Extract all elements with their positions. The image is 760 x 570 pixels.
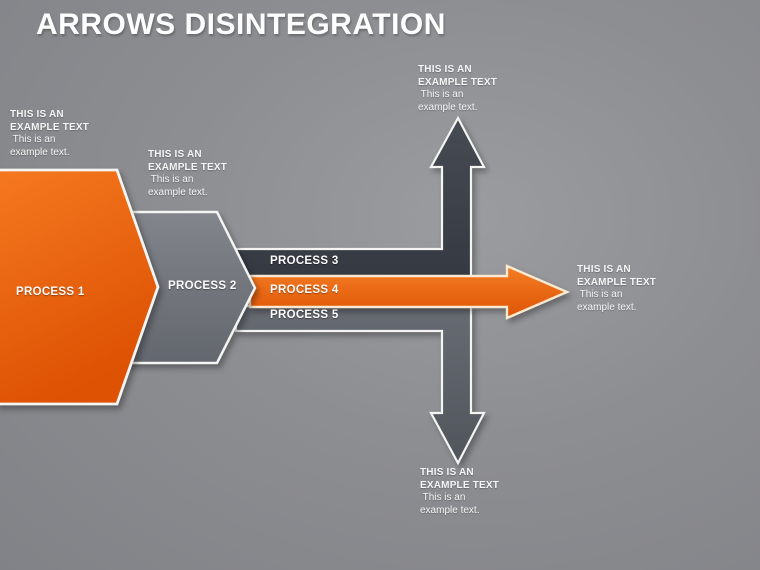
slide-title: ARROWS DISINTEGRATION [36,8,446,41]
note-line: This is an [418,89,464,100]
process4-right-arrow[interactable] [248,264,571,320]
note-line: example text. [10,146,70,158]
note-line: example text. [577,301,637,313]
note-line: EXAMPLE TEXT [418,76,498,88]
note-line: EXAMPLE TEXT [420,479,500,491]
note-top-center: THIS IS AN EXAMPLE TEXT This is an examp… [418,64,497,114]
process1-hexagon[interactable] [0,168,160,406]
process3-label: PROCESS 3 [270,255,339,267]
note-bottom: THIS IS AN EXAMPLE TEXT This is an examp… [420,467,499,517]
note-line: This is an [148,174,194,185]
note-line: This is an [10,134,56,145]
note-line: THIS IS AN [418,64,472,75]
process1-label: PROCESS 1 [16,286,85,298]
note-line: EXAMPLE TEXT [148,161,228,173]
note-line: This is an [577,289,623,300]
note-line: THIS IS AN [420,467,474,478]
process2-label: PROCESS 2 [168,280,237,292]
process5-down-arrow[interactable] [234,304,486,466]
note-line: example text. [148,186,208,198]
process5-label: PROCESS 5 [270,309,339,321]
note-line: example text. [420,504,480,516]
note-line: THIS IS AN [10,109,64,120]
note-line: THIS IS AN [148,149,202,160]
note-line: example text. [418,101,478,113]
note-line: EXAMPLE TEXT [10,121,90,133]
process3-up-arrow[interactable] [234,115,486,279]
note-top-left: THIS IS AN EXAMPLE TEXT This is an examp… [10,109,89,159]
note-mid-left: THIS IS AN EXAMPLE TEXT This is an examp… [148,149,227,199]
note-line: EXAMPLE TEXT [577,276,657,288]
note-line: This is an [420,492,466,503]
note-line: THIS IS AN [577,264,631,275]
note-right: THIS IS AN EXAMPLE TEXT This is an examp… [577,264,656,314]
process4-label: PROCESS 4 [270,284,339,296]
